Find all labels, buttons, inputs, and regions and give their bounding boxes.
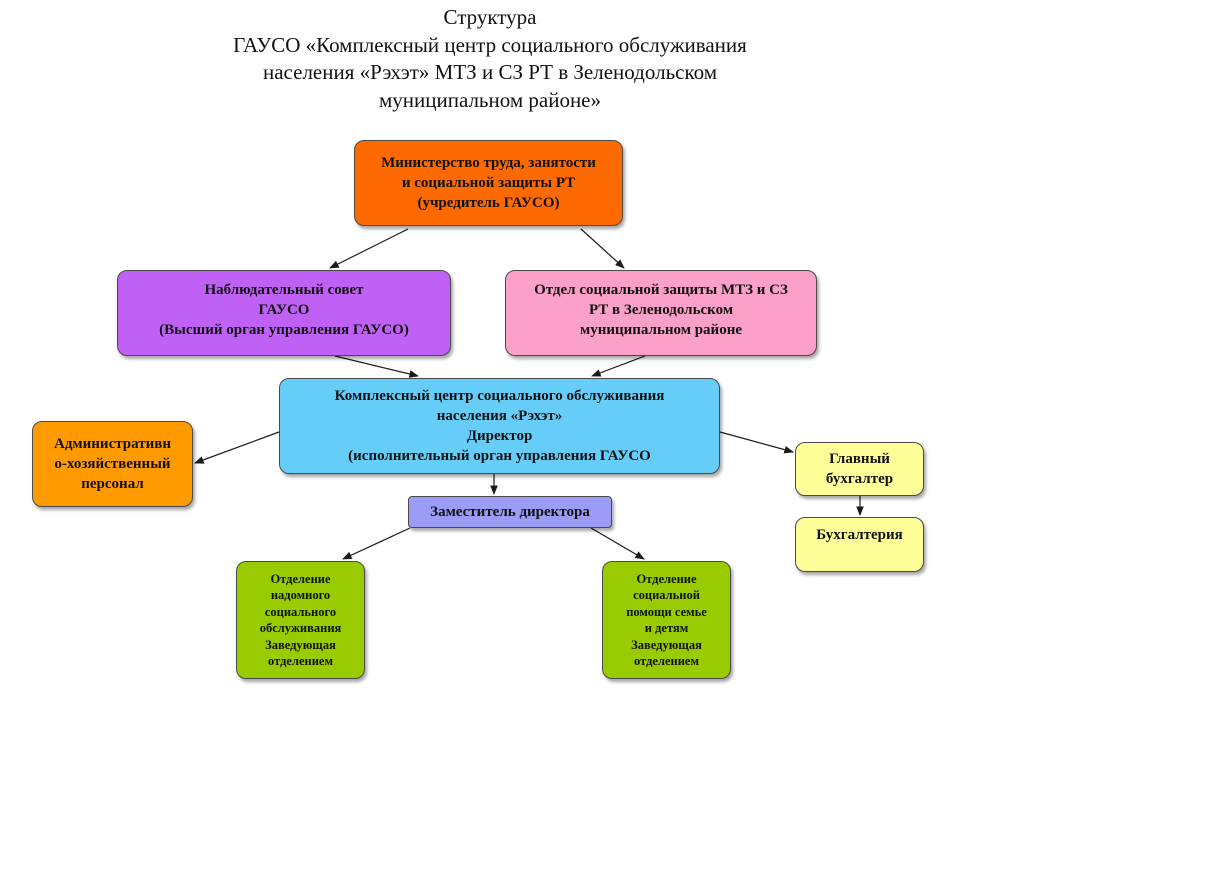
node-text: персонал [81,476,144,492]
title-line: Структура [443,5,537,29]
node-text: РТ в Зеленодольском [588,302,734,318]
node-text: Административн [54,436,171,452]
connector-center-chief-accountant [719,431,794,454]
node-text: Директор [466,428,533,444]
node-text: бухгалтер [825,471,894,487]
node-text: и детям [644,621,689,635]
node-text: (учредитель ГАУСО) [417,195,560,211]
connector-ministry-council [329,228,409,269]
connector-dept-center [591,355,646,377]
node-text: отделением [634,654,699,668]
connector-deputy-family [590,527,645,560]
connector-council-center [334,355,419,378]
node-text: (Высший орган управления ГАУСО) [159,322,409,338]
title-line: ГАУСО «Комплексный центр социального обс… [233,32,747,57]
node-text: Комплексный центр социального обслуживан… [334,388,665,404]
deputy-director-node: Заместитель директора [408,496,612,528]
node-text: населения «Рэхэт» [436,408,563,424]
node-text: Главный [829,451,890,467]
node-text: Министерство труда, занятости [381,155,596,171]
ministry-node: Министерство труда, занятости и социальн… [354,140,623,226]
node-text: Наблюдательный совет [204,282,364,298]
node-text: Отделение [270,571,331,586]
admin-staff-node: Административн о-хозяйственный персонал [32,421,193,507]
node-text: помощи семье [626,604,707,619]
node-text: Заведующая [631,637,702,652]
accounting-node: Бухгалтерия [795,517,924,572]
node-text: Отделение [636,571,697,586]
node-text: социальной [633,588,700,602]
node-text: Бухгалтерия [816,527,903,543]
node-text: отделением [268,654,333,668]
title-line: муниципальном районе» [378,87,602,112]
node-text: Заведующая [265,637,336,652]
family-help-dept-node: Отделение социальной помощи семье и детя… [602,561,731,679]
connector-ministry-dept [580,228,625,269]
social-protection-dept-node: Отдел социальной защиты МТЗ и СЗ РТ в Зе… [505,270,817,356]
node-text: социального [264,604,337,619]
node-text: надомного [270,588,331,602]
node-text: (исполнительный орган управления ГАУСО [348,448,651,464]
connector-center-admin [194,431,280,464]
home-service-dept-node: Отделение надомного социального обслужив… [236,561,365,679]
title-line: населения «Рэхэт» МТЗ и СЗ РТ в Зеленодо… [262,60,717,84]
chief-accountant-node: Главный бухгалтер [795,442,924,496]
node-text: муниципальном районе [579,322,743,338]
node-text: Отдел социальной защиты МТЗ и СЗ [534,282,788,298]
connector-deputy-home [342,527,411,560]
node-text: о-хозяйственный [54,456,171,472]
node-text: и социальной защиты РТ [401,175,576,191]
node-text: ГАУСО [258,302,310,318]
supervisory-council-node: Наблюдательный совет ГАУСО (Высший орган… [117,270,451,356]
node-text: обслуживания [259,621,342,635]
center-director-node: Комплексный центр социального обслуживан… [279,378,720,474]
diagram-title: Структура ГАУСО «Комплексный центр социа… [140,4,840,114]
node-text: Заместитель директора [430,504,590,520]
